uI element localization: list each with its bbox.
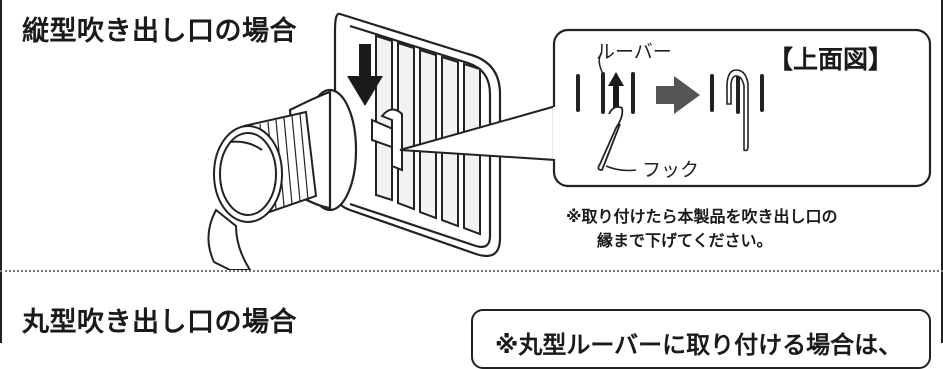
fan-canister [213,110,318,223]
install-note-line1: ※取り付けたら本製品を吹き出し口の [566,207,838,226]
page-frame-right [941,0,943,343]
installation-illustration [207,12,932,270]
section-title-round-vent: 丸型吹き出し口の場合 [22,307,297,338]
hook-leader-line [605,165,637,172]
hook-after-icon [726,69,749,152]
hook-clip [371,108,403,172]
hand-outline [207,208,252,270]
up-arrow-icon [608,72,624,110]
louver-leader-line [598,51,604,75]
section-divider [0,270,943,272]
install-note-line2: 縁まで下げてください。 [597,231,773,250]
louver-label: ルーバー [596,41,672,63]
top-view-before [576,72,635,114]
page-frame-left [0,0,2,343]
round-vent-note-box: ※丸型ルーバーに取り付ける場合は、 [471,309,931,369]
install-note: ※取り付けたら本製品を吹き出し口の 縁まで下げてください。 [566,205,838,253]
down-arrow-icon [347,44,383,106]
right-arrow-icon [656,76,700,114]
section-title-vertical-vent: 縦型吹き出し口の場合 [22,16,297,47]
hook-label: フック [642,159,700,181]
top-view-after [710,74,764,114]
top-view-title: 【上面図】 [768,45,894,74]
hook-before-icon [597,105,624,171]
